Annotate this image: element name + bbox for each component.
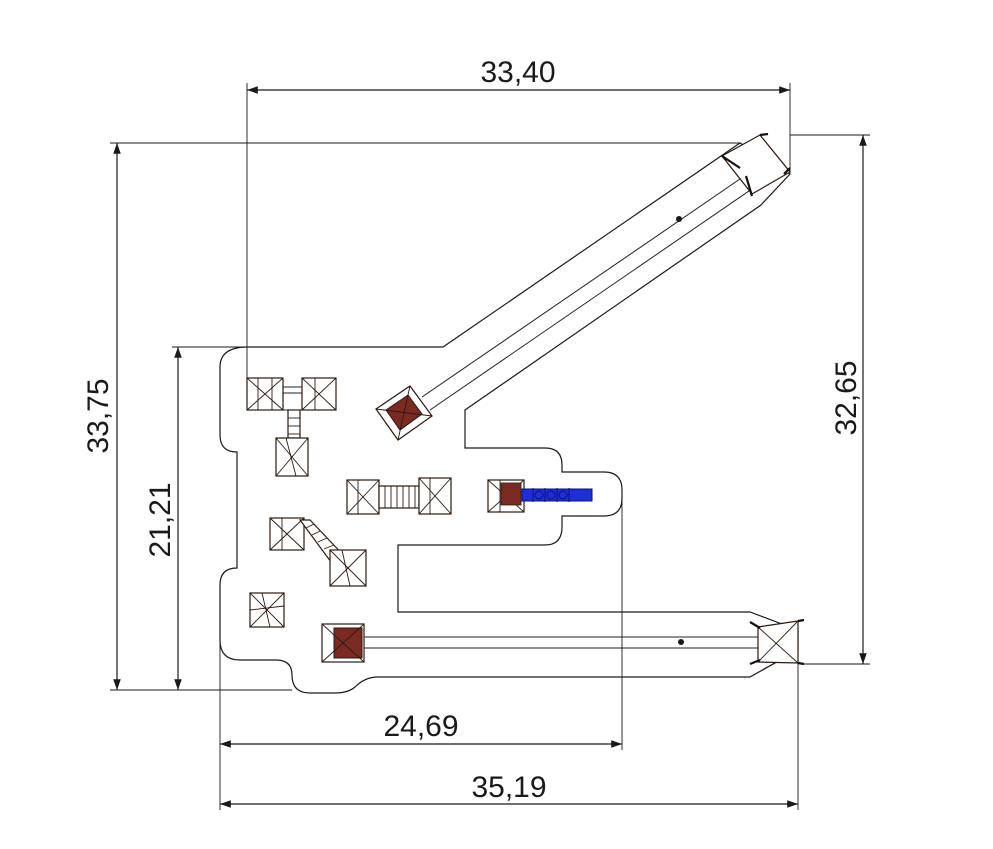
upper-run-rail-a	[421, 167, 757, 398]
tower-lower-left-a	[269, 517, 305, 551]
dim-overall-width: 35,19	[220, 663, 799, 810]
tower-top-right	[301, 377, 337, 411]
dim-inner-height-label: 21,21	[144, 482, 177, 557]
dim-overall-height-label: 33,75	[82, 378, 115, 453]
tower-top-left	[246, 377, 284, 411]
tube-slide	[521, 488, 593, 502]
lower-horizontal-run	[363, 636, 762, 649]
tower-middle-left	[275, 437, 309, 477]
rope-bridge-center	[378, 485, 420, 509]
tower-center-right	[418, 477, 452, 515]
dim-inner-width: 24,69	[219, 498, 623, 810]
upper-run-midpoint	[676, 216, 682, 222]
dim-top-width-label: 33,40	[480, 56, 555, 89]
upper-start-tower	[375, 385, 433, 441]
dim-right-height: 32,65	[790, 134, 870, 665]
ladder-connector	[287, 409, 301, 439]
safety-zone-outline	[219, 142, 799, 694]
dim-inner-width-label: 24,69	[383, 710, 458, 743]
lower-run-midpoint	[678, 639, 684, 645]
tower-lower-left-b	[329, 549, 367, 587]
dim-right-height-label: 32,65	[830, 360, 863, 435]
lower-end-frame	[749, 618, 805, 666]
dim-overall-width-label: 35,19	[471, 771, 546, 804]
net-climber	[249, 592, 285, 628]
tower-with-slide	[487, 479, 525, 513]
tower-center-left	[346, 479, 380, 515]
dim-inner-height: 21,21	[144, 346, 248, 690]
upper-diagonal-run	[421, 167, 766, 411]
upper-run-rail-b	[429, 179, 766, 411]
dim-overall-height: 33,75	[82, 142, 740, 691]
lower-start-tower	[321, 623, 365, 663]
dim-top-width: 33,40	[246, 56, 791, 378]
